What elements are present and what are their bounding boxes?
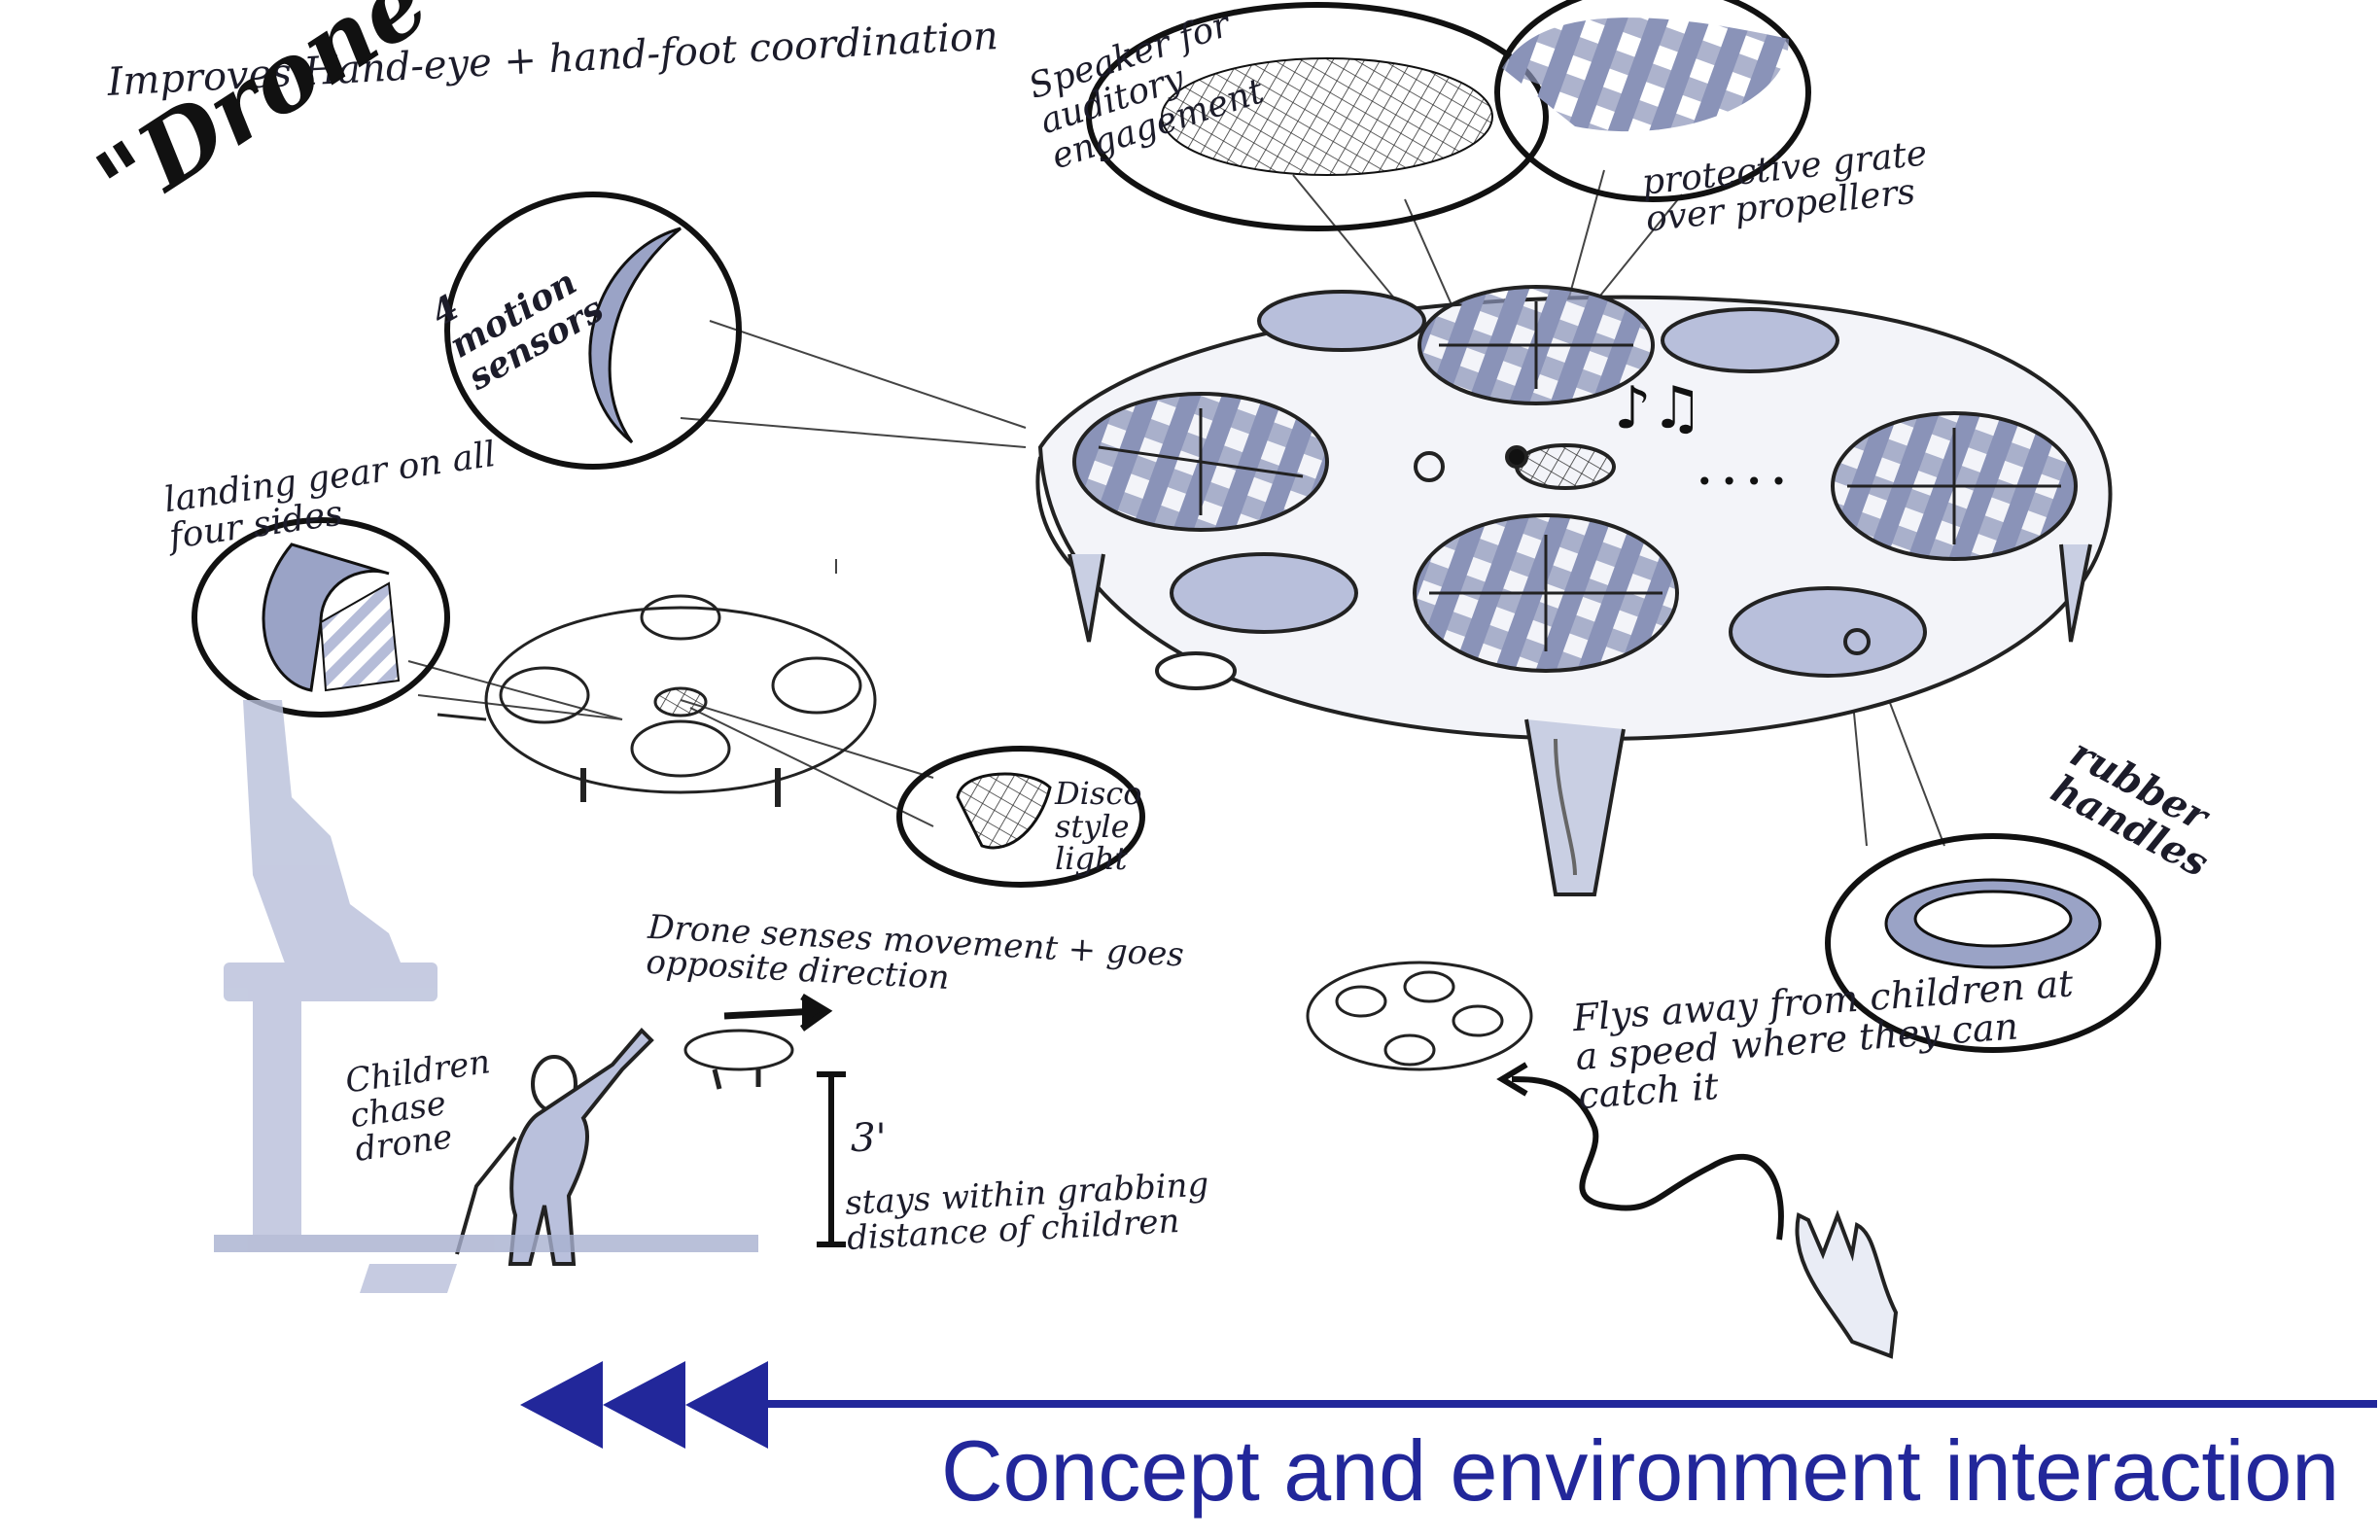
direction-arrow (723, 993, 833, 1032)
flight-path-arrow (1496, 1062, 1784, 1241)
child-figure (455, 1028, 654, 1266)
callout-rubber-handles (1825, 833, 2161, 1053)
callout-speaker (1086, 2, 1549, 231)
back-arrows-icon (520, 1361, 2377, 1449)
callout-landing-gear (192, 517, 450, 718)
music-notes-icon: ♪♫ • • • • (1614, 374, 1787, 498)
callout-protective-grate (1494, 0, 1811, 202)
mini-drone-right (1306, 961, 1533, 1071)
large-drone-sketch (1035, 285, 2113, 896)
caption: Concept and environment interaction (941, 1422, 2340, 1519)
children-chase-label: Children chase drone (342, 1042, 493, 1171)
height-label: 3' (851, 1116, 887, 1161)
svg-text:♪♫: ♪♫ (1614, 374, 1703, 442)
catching-hand (1795, 1209, 1899, 1359)
callout-disco-light (896, 746, 1145, 888)
height-marker (817, 1071, 846, 1247)
environment-shading (214, 700, 758, 1293)
small-drone-sketch (437, 594, 877, 807)
callout-motion-sensors (444, 192, 742, 470)
svg-text:• • • •: • • • • (1697, 466, 1787, 498)
mini-drone-left (683, 1029, 794, 1090)
disco-light-label: Disco style light (1055, 775, 1142, 878)
